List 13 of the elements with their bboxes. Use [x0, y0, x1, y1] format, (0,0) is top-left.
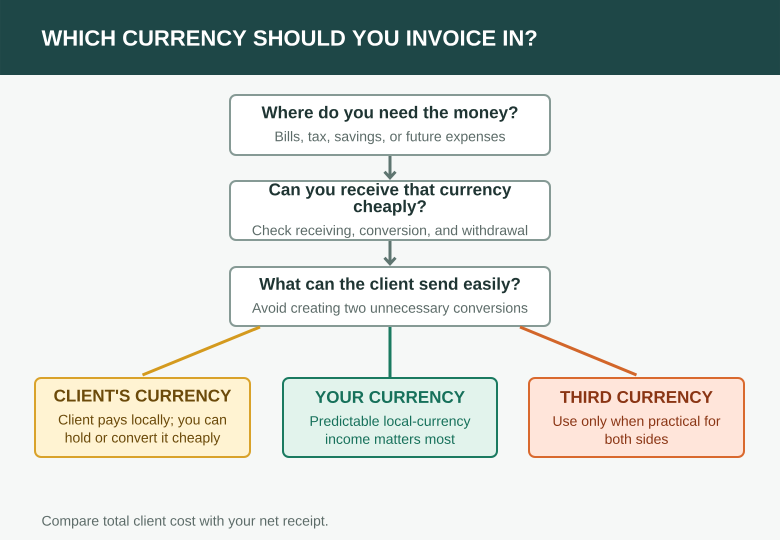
option-box: THIRD CURRENCY Use only when practical for both sides [528, 377, 745, 458]
decision-box: Can you receive that currency cheaply? Check receiving, conversion, and withdrawal [229, 180, 551, 241]
option-box: CLIENT'S CURRENCY Client pays locally; you can hold or convert it cheaply [34, 377, 251, 458]
decision-box: What can the client send easily? Avoid creating two unnecessary conversions [229, 266, 551, 327]
decision-box: Where do you need the money? Bills, tax, savings, or future expenses [229, 94, 551, 156]
connector [383, 241, 397, 266]
option-box: YOUR CURRENCY Predictable local-currency income matters most [282, 377, 498, 458]
connector [142, 326, 261, 376]
footnote: Compare total client cost with your net receipt. [42, 515, 328, 528]
connector [383, 156, 397, 180]
connector [388, 327, 392, 377]
connector [519, 326, 638, 376]
title-banner: WHICH CURRENCY SHOULD YOU INVOICE IN? [0, 0, 780, 75]
